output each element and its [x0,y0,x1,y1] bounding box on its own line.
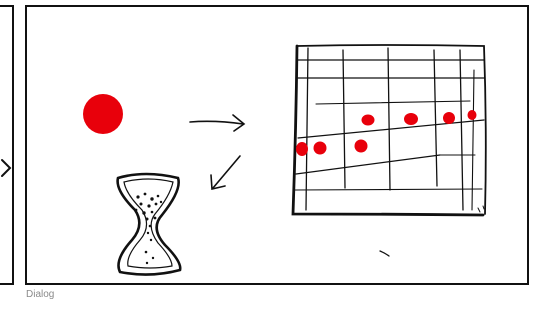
arrow-down-left-icon [211,156,240,189]
prev-panel-arrow-icon [2,160,10,176]
arrow-right-icon [190,115,244,131]
hourglass-icon [118,174,181,275]
cursor-mark [380,251,389,256]
red-dot-large [83,94,123,134]
red-dot [296,142,308,156]
red-dot [443,112,455,124]
grid-dots [296,110,477,156]
red-dot [468,110,477,120]
red-dot [314,142,327,155]
grid-icon [293,45,486,215]
red-dot [404,113,418,125]
panel-caption: Dialog [26,289,54,300]
red-dot [362,115,375,126]
red-dot [355,140,368,153]
